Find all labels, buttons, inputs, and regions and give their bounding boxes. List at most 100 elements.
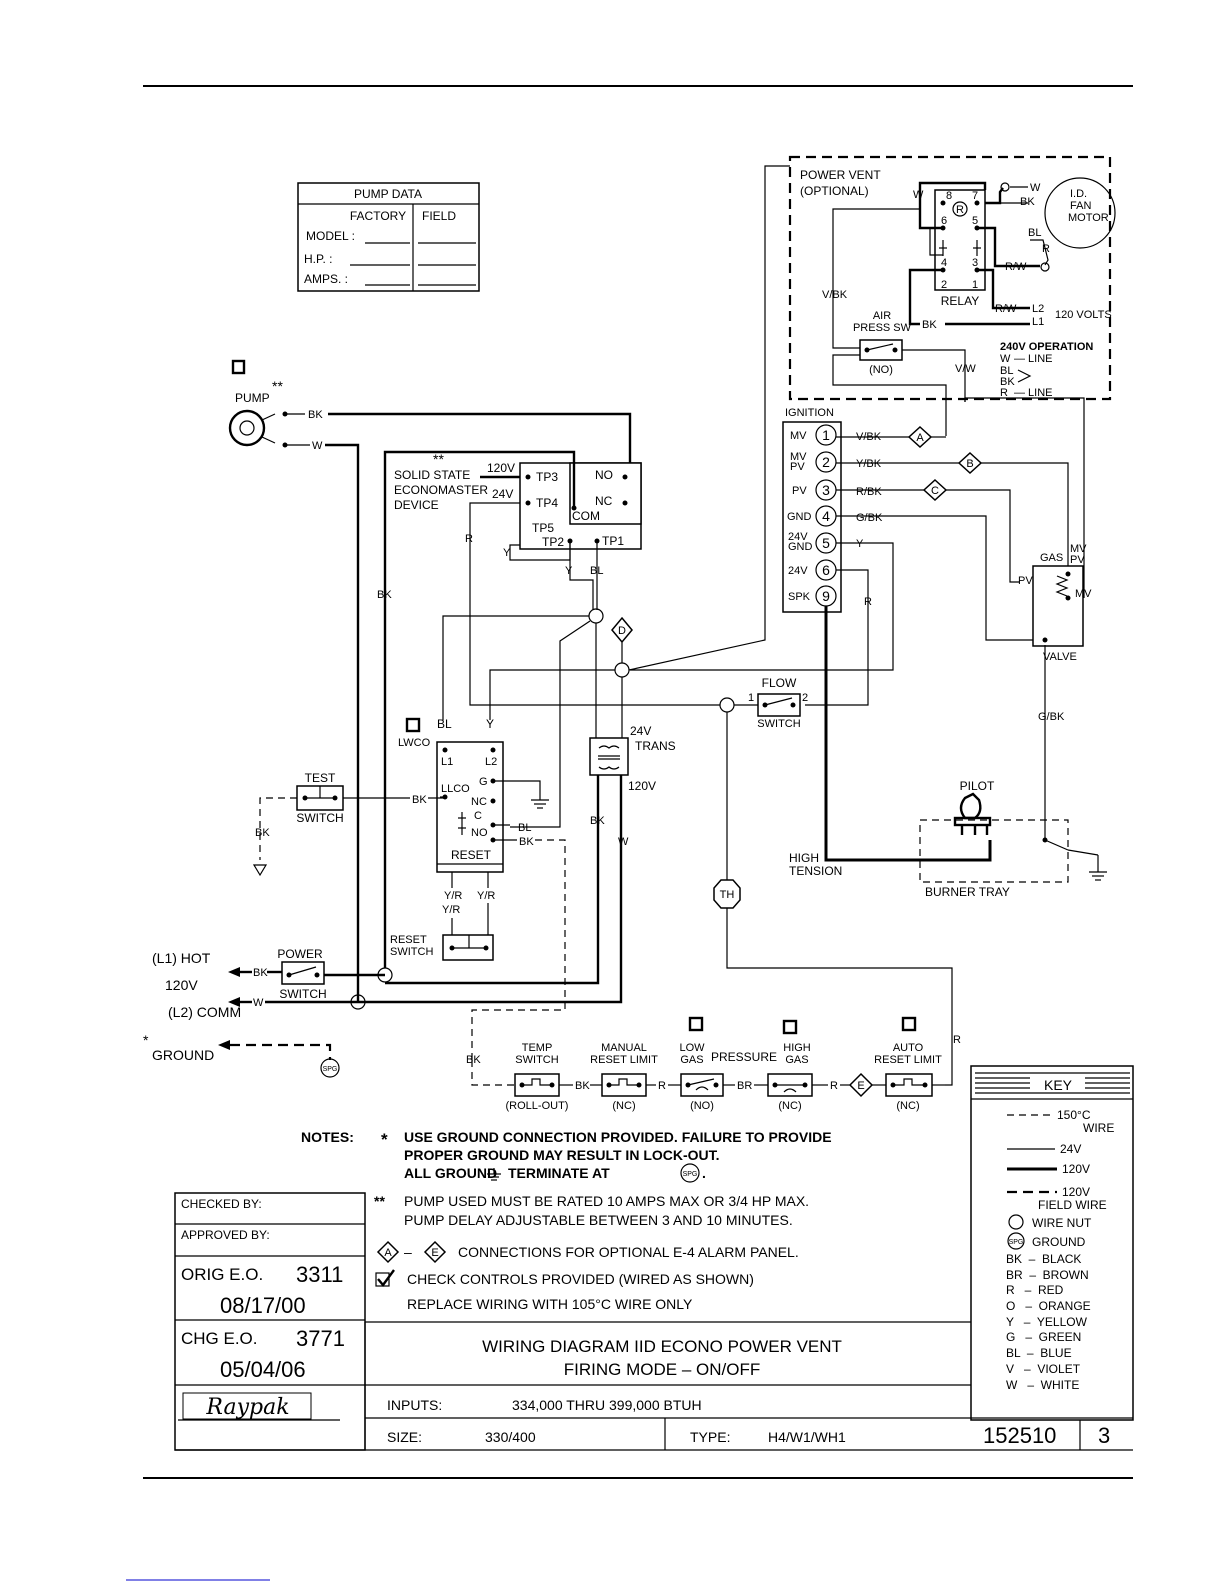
relay-term-5: 5 bbox=[972, 215, 978, 227]
key-color-bk: BK – BLACK bbox=[1006, 1252, 1081, 1266]
svg-text:**: ** bbox=[374, 1193, 385, 1209]
power-supply: (L1) HOT 120V (L2) COMM * GROUND BK W SP… bbox=[143, 947, 393, 1078]
drawing-title-2: FIRING MODE – ON/OFF bbox=[564, 1360, 760, 1379]
key-title: KEY bbox=[1044, 1077, 1073, 1093]
limit-wire-r2: R bbox=[830, 1080, 838, 1092]
fan-label-1: I.D. bbox=[1070, 188, 1087, 200]
note-2-line-1: PUMP USED MUST BE RATED 10 AMPS MAX OR 3… bbox=[404, 1193, 809, 1209]
lwco-wire-yr1: Y/R bbox=[444, 890, 462, 902]
fan-label-2: FAN bbox=[1070, 200, 1091, 212]
note-3: CONNECTIONS FOR OPTIONAL E-4 ALARM PANEL… bbox=[458, 1244, 799, 1260]
svg-text:2: 2 bbox=[822, 454, 830, 470]
svg-text:C: C bbox=[931, 485, 939, 497]
alarm-a bbox=[907, 425, 933, 449]
lwco-wire-yr3: Y/R bbox=[442, 904, 460, 916]
pump-data-table: PUMP DATA FACTORY FIELD MODEL : H.P. : A… bbox=[297, 182, 480, 292]
svg-text:MV: MV bbox=[790, 451, 807, 463]
key-field-wire: FIELD WIRE bbox=[1038, 1198, 1107, 1212]
svg-text:GND: GND bbox=[788, 541, 813, 553]
relay-coil-label: R bbox=[956, 204, 964, 216]
svg-text:SWITCH: SWITCH bbox=[515, 1054, 558, 1066]
economaster-device: ** SOLID STATE ECONOMASTER DEVICE 120V 2… bbox=[377, 450, 720, 968]
econo-label-3: DEVICE bbox=[394, 498, 439, 512]
note-5: REPLACE WIRING WITH 105°C WIRE ONLY bbox=[407, 1296, 693, 1312]
lwco-wire-bl2: BL bbox=[518, 822, 531, 834]
svg-text:Raypak: Raypak bbox=[205, 1395, 289, 1420]
note-1-line-1: USE GROUND CONNECTION PROVIDED. FAILURE … bbox=[404, 1129, 832, 1145]
relay-wire-rw2: R/W bbox=[995, 303, 1017, 315]
svg-text:2: 2 bbox=[802, 692, 808, 704]
reset-switch: RESET SWITCH bbox=[390, 934, 494, 961]
svg-text:NC: NC bbox=[595, 494, 613, 508]
chg-eo-date: 05/04/06 bbox=[220, 1357, 306, 1382]
checked-by: CHECKED BY: bbox=[181, 1197, 262, 1211]
svg-text:(NC): (NC) bbox=[778, 1100, 801, 1112]
svg-text:24V: 24V bbox=[788, 531, 808, 543]
svg-text:6: 6 bbox=[822, 562, 830, 578]
manual-reset-limit: MANUAL RESET LIMIT (NC) bbox=[590, 1042, 658, 1112]
op240-bl: BL bbox=[1000, 365, 1013, 377]
notes-heading: NOTES: bbox=[301, 1129, 354, 1145]
svg-text:MANUAL: MANUAL bbox=[601, 1042, 647, 1054]
svg-text:3: 3 bbox=[822, 482, 830, 498]
title-block: CHECKED BY: APPROVED BY: ORIG E.O. 3311 … bbox=[174, 1192, 1133, 1451]
test-wire-bk: BK bbox=[412, 794, 427, 806]
orig-eo-number: 3311 bbox=[296, 1262, 343, 1287]
high-gas-check-box bbox=[782, 1019, 798, 1035]
power-vent-optional: (OPTIONAL) bbox=[800, 184, 869, 198]
size-value: 330/400 bbox=[485, 1429, 536, 1445]
pump-data-factory-col: FACTORY bbox=[350, 209, 406, 223]
inputs-label: INPUTS: bbox=[387, 1397, 442, 1413]
svg-text:GND: GND bbox=[787, 511, 812, 523]
th-wire-r: R bbox=[953, 1034, 961, 1046]
note-1-line-2: PROPER GROUND MAY RESULT IN LOCK-OUT. bbox=[404, 1147, 720, 1163]
note-1-line-3a: ALL GROUND bbox=[404, 1165, 497, 1181]
mid-wiring: D 24V TRANS 120V BK W bbox=[358, 165, 790, 1004]
econo-stars: ** bbox=[433, 451, 444, 467]
chg-eo-label: CHG E.O. bbox=[181, 1329, 258, 1348]
op240-w: W bbox=[1000, 353, 1011, 365]
svg-text:COM: COM bbox=[572, 509, 600, 523]
svg-text:TEMP: TEMP bbox=[522, 1042, 553, 1054]
relay-term-4: 4 bbox=[941, 257, 947, 269]
type-label: TYPE: bbox=[690, 1429, 730, 1445]
pump-data-title: PUMP DATA bbox=[354, 187, 422, 201]
pump-check-box bbox=[231, 359, 246, 375]
note-1-line-3b: TERMINATE AT bbox=[508, 1165, 610, 1181]
line-l1: L1 bbox=[1032, 316, 1044, 328]
pump-data-row-amps: AMPS. : bbox=[304, 272, 348, 286]
svg-text:E: E bbox=[431, 1247, 438, 1259]
id-fan-motor bbox=[1044, 177, 1116, 249]
limit-wire-bk1: BK bbox=[466, 1054, 481, 1066]
reset-label-2: SWITCH bbox=[390, 946, 433, 958]
key-color-bl: BL – BLUE bbox=[1006, 1346, 1072, 1360]
svg-text:1: 1 bbox=[748, 692, 754, 704]
alarm-c bbox=[922, 478, 948, 502]
pilot-burner: PILOT BURNER TRAY HIGH TENSION bbox=[789, 779, 1069, 899]
svg-text:GAS: GAS bbox=[680, 1054, 703, 1066]
lwco-wire-yr2: Y/R bbox=[477, 890, 495, 902]
spg-ground bbox=[320, 1058, 340, 1078]
air-press-no: (NO) bbox=[869, 364, 893, 376]
relay-term-2: 2 bbox=[941, 279, 947, 291]
econo-wire-r: R bbox=[465, 533, 473, 545]
key-color-g: G – GREEN bbox=[1006, 1330, 1081, 1344]
svg-text:NO: NO bbox=[471, 827, 488, 839]
flow-label-2: SWITCH bbox=[757, 718, 800, 730]
valve-label: VALVE bbox=[1043, 651, 1077, 663]
svg-text:.: . bbox=[702, 1165, 706, 1181]
key-120v: 120V bbox=[1062, 1162, 1090, 1176]
lwco-wire-bk: BK bbox=[519, 836, 534, 848]
svg-text:(NO): (NO) bbox=[690, 1100, 714, 1112]
relay-wire-w: W bbox=[913, 189, 924, 201]
type-value: H4/W1/WH1 bbox=[768, 1429, 846, 1445]
alarm-e bbox=[848, 1072, 874, 1098]
svg-text:SPG: SPG bbox=[1009, 1239, 1024, 1246]
auto-reset-check-box bbox=[901, 1016, 917, 1032]
key-color-o: O – ORANGE bbox=[1006, 1299, 1091, 1313]
low-gas-pressure-switch: LOW GAS (NO) bbox=[679, 1016, 724, 1112]
